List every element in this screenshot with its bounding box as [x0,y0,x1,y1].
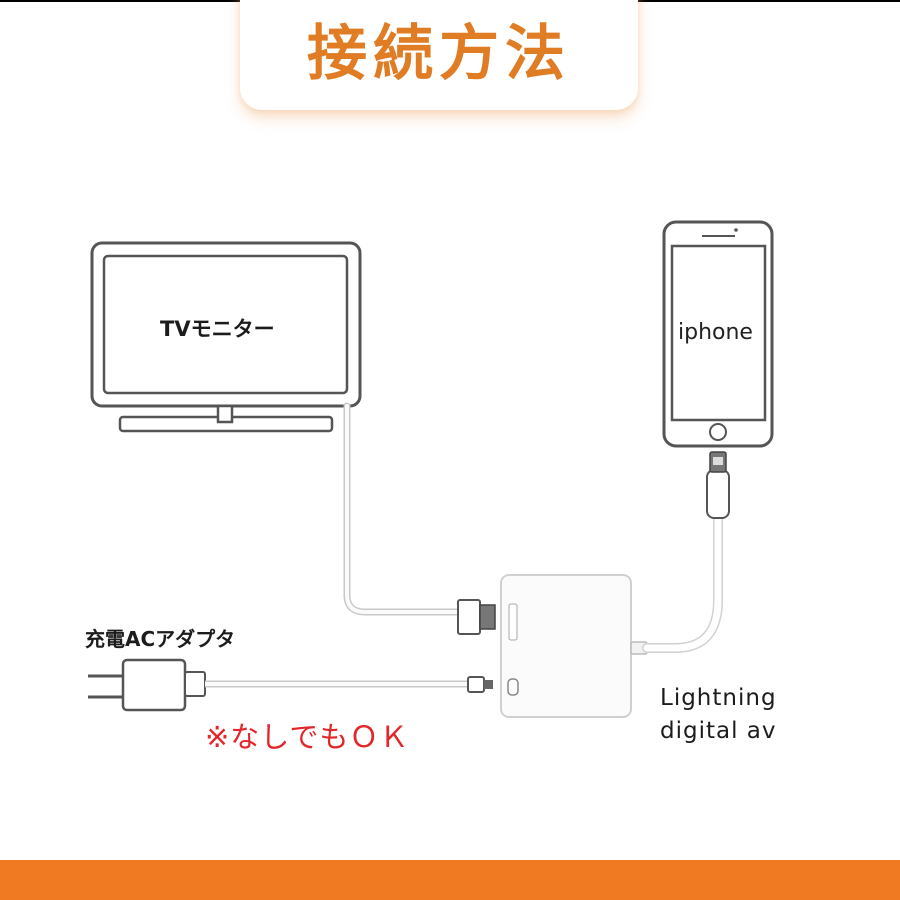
hdmi-cable [343,402,496,635]
lightning-label-line1: Lightning [660,685,777,711]
tv-monitor-label: TVモニター [160,317,275,341]
ac-adapter-icon [88,658,493,712]
iphone-label: iphone [678,320,753,345]
lightning-label-line2: digital av [660,718,777,744]
lightning-digital-av-label: Lightning digital av [660,682,777,748]
tv-monitor-icon [90,241,362,433]
bottom-banner [0,860,900,900]
title-card [240,0,638,110]
lightning-adapter-box [500,574,648,718]
iphone-icon [662,220,774,448]
lightning-cable [642,451,730,653]
ac-adapter-label: 充電ACアダプタ [85,627,236,651]
page-title: 接続方法 [307,19,571,89]
optional-note: ※なしでもＯＫ [205,720,410,754]
